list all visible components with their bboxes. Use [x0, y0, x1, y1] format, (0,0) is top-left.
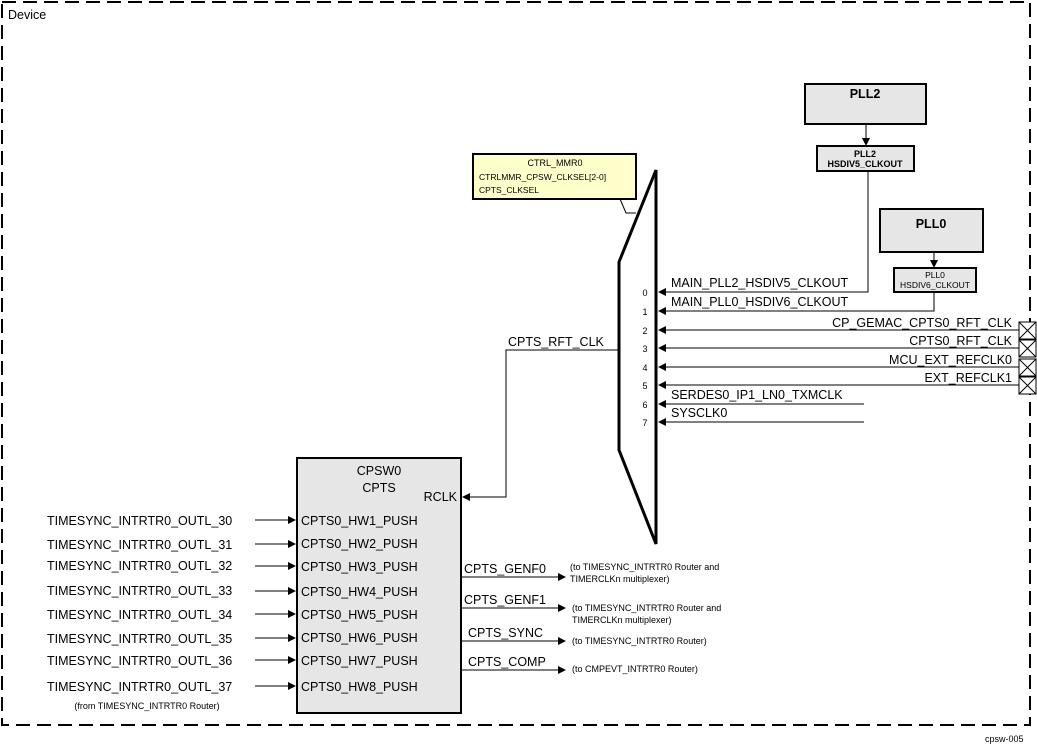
pll2-hsdiv5-block — [816, 145, 915, 172]
cpts-hw7-push-port: CPTS0_HW7_PUSH — [301, 654, 418, 668]
pll0-div-label-2: HSDIV6_CLKOUT — [900, 280, 970, 290]
push-signal-label-34: TIMESYNC_INTRTR0_OUTL_34 — [47, 608, 232, 622]
mux-input-label-1: MAIN_PLL0_HSDIV6_CLKOUT — [671, 295, 849, 309]
cpts-hw4-push-port: CPTS0_HW4_PUSH — [301, 585, 418, 599]
push-signal-label-35: TIMESYNC_INTRTR0_OUTL_35 — [47, 632, 232, 646]
cpts-genf0-label: CPTS_GENF0 — [464, 562, 546, 576]
pll0-div-label-1: PLL0 — [925, 270, 945, 280]
cpts-genf0-note-1: (to TIMESYNC_INTRTR0 Router and — [570, 562, 719, 572]
ctrl-mmr0-title: CTRL_MMR0 — [527, 158, 582, 168]
cpts-sync-label: CPTS_SYNC — [468, 626, 543, 640]
ctrl-mmr0-field-2: CPTS_CLKSEL — [479, 185, 539, 195]
cpts-genf1-note-2: TIMERCLKn multiplexer) — [572, 615, 672, 625]
mux-index-1: 1 — [642, 307, 647, 317]
mux-input-label-3: CPTS0_RFT_CLK — [909, 334, 1012, 348]
cpts-genf1-note-1: (to TIMESYNC_INTRTR0 Router and — [572, 603, 721, 613]
mux-index-2: 2 — [642, 326, 647, 336]
cpts-title-1: CPSW0 — [357, 464, 402, 478]
device-label: Device — [8, 8, 46, 22]
pll0-clkout-wire — [658, 292, 935, 315]
mux-index-6: 6 — [642, 400, 647, 410]
mux-input-label-6: SERDES0_IP1_LN0_TXMCLK — [671, 388, 843, 402]
external-pin-5 — [1018, 376, 1037, 395]
mux-input-label-7: SYSCLK0 — [671, 406, 727, 420]
cpts-comp-note: (to CMPEVT_INTRTR0 Router) — [572, 664, 698, 674]
cpts-rclk-port: RCLK — [424, 490, 458, 504]
push-signal-label-37: TIMESYNC_INTRTR0_OUTL_37 — [47, 680, 232, 694]
cpts-sync-note: (to TIMESYNC_INTRTR0 Router) — [572, 636, 707, 646]
cpts-hw2-push-port: CPTS0_HW2_PUSH — [301, 537, 418, 551]
cpts-hw6-push-port: CPTS0_HW6_PUSH — [301, 631, 418, 645]
push-signal-label-30: TIMESYNC_INTRTR0_OUTL_30 — [47, 514, 232, 528]
cpts-title-2: CPTS — [362, 481, 395, 495]
push-signal-label-31: TIMESYNC_INTRTR0_OUTL_31 — [47, 538, 232, 552]
cpts-hw3-push-port: CPTS0_HW3_PUSH — [301, 560, 418, 574]
cpts-hw8-push-port: CPTS0_HW8_PUSH — [301, 680, 418, 694]
push-source-note: (from TIMESYNC_INTRTR0 Router) — [74, 701, 219, 711]
push-signal-label-36: TIMESYNC_INTRTR0_OUTL_36 — [47, 654, 232, 668]
ctrl-select-wire — [619, 198, 636, 214]
pll2-div-label-2: HSDIV5_CLKOUT — [827, 159, 903, 169]
pll0-hsdiv6-block — [893, 267, 977, 293]
mux-input-label-4: MCU_EXT_REFCLK0 — [889, 353, 1012, 367]
cpts-genf1-label: CPTS_GENF1 — [464, 593, 546, 607]
ctrl-mmr0-box — [472, 153, 637, 200]
pll2-div-label-1: PLL2 — [854, 149, 876, 159]
mux-input-label-2: CP_GEMAC_CPTS0_RFT_CLK — [832, 316, 1013, 330]
cpts-hw5-push-port: CPTS0_HW5_PUSH — [301, 608, 418, 622]
mux-index-4: 4 — [642, 363, 647, 373]
figure-id: cpsw-005 — [985, 734, 1024, 744]
external-pin-2 — [1018, 321, 1037, 340]
mux-input-label-5: EXT_REFCLK1 — [924, 371, 1012, 385]
push-signal-label-32: TIMESYNC_INTRTR0_OUTL_32 — [47, 559, 232, 573]
cpts-hw1-push-port: CPTS0_HW1_PUSH — [301, 514, 418, 528]
pll0-block — [879, 208, 984, 253]
push-signal-label-33: TIMESYNC_INTRTR0_OUTL_33 — [47, 584, 232, 598]
pll2-clkout-wire — [658, 171, 869, 296]
cpts-comp-label: CPTS_COMP — [468, 655, 546, 669]
mux-index-5: 5 — [642, 381, 647, 391]
mux-input-label-0: MAIN_PLL2_HSDIV5_CLKOUT — [671, 276, 849, 290]
mux-index-0: 0 — [642, 288, 647, 298]
cpts-rft-clk-wire — [462, 349, 619, 501]
cpts-clock-mux — [617, 169, 658, 545]
cpsw0-cpts-block — [296, 457, 462, 714]
external-pin-4 — [1018, 358, 1037, 377]
cpts-genf0-note-2: TIMERCLKn multiplexer) — [570, 574, 670, 584]
mux-input-indices: 0 1 2 3 4 5 6 7 — [642, 288, 647, 428]
pll2-label: PLL2 — [850, 87, 881, 101]
pll0-label: PLL0 — [916, 217, 947, 231]
external-pin-3 — [1018, 339, 1037, 358]
cpts-rft-clk-label: CPTS_RFT_CLK — [508, 335, 605, 349]
mux-index-7: 7 — [642, 418, 647, 428]
ctrl-mmr0-field-1: CTRLMMR_CPSW_CLKSEL[2-0] — [479, 172, 606, 182]
mux-index-3: 3 — [642, 344, 647, 354]
